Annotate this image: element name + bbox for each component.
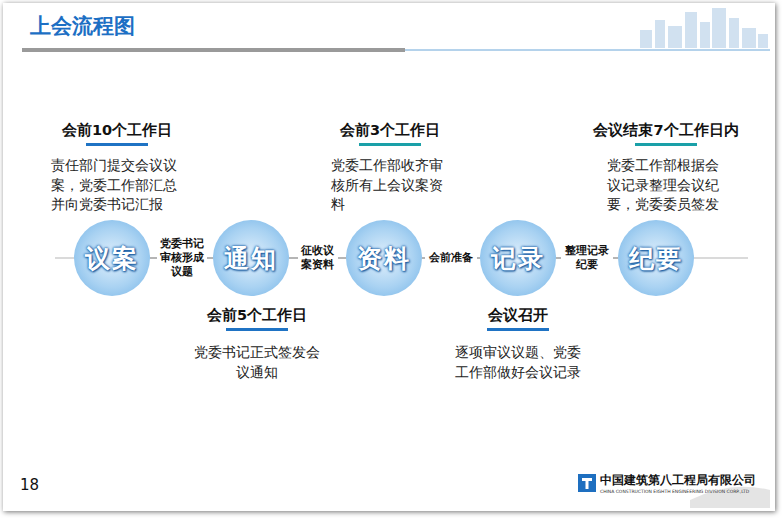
edge-label: 整理记录纪要 (561, 243, 613, 274)
company-name: CHINA CONSTRUCTION EIGHTH ENGINEERING DI… (600, 489, 749, 494)
company-name: 中国建筑第八工程局有限公司 (600, 473, 756, 488)
step-description: 逐项审议议题、党委工作部做好会议记录 (454, 343, 582, 382)
step-name: 资料 (346, 220, 422, 296)
heading-underline (359, 143, 421, 146)
step-time: 会前10个工作日 (7, 121, 227, 140)
process-circle: 资料会前3个工作日党委工作部收齐审核所有上会议案资料 (346, 220, 422, 296)
step-name: 议案 (74, 220, 150, 296)
edge-label: 征收议案资料 (298, 243, 338, 274)
step-description: 责任部门提交会议议案，党委工作部汇总并向党委书记汇报 (51, 156, 183, 215)
heading-underline (487, 328, 549, 331)
step-name: 记录 (480, 220, 556, 296)
edge-label: 党委书记审核形成议题 (157, 236, 207, 281)
step-time: 会议召开 (408, 306, 628, 325)
step-description: 党委工作部根据会议记录整理会议纪要，党委委员签发 (607, 156, 725, 215)
step-name: 纪要 (618, 220, 694, 296)
process-circle: 记录会议召开逐项审议议题、党委工作部做好会议记录 (480, 220, 556, 296)
step-description: 党委工作部收齐审核所有上会议案资料 (331, 156, 449, 215)
heading-underline (226, 328, 288, 331)
step-description: 党委书记正式签发会议通知 (194, 343, 320, 382)
step-time: 会前5个工作日 (147, 306, 367, 325)
slide-title: 上会流程图 (30, 12, 135, 40)
step-name: 通知 (213, 220, 289, 296)
heading-underline (86, 143, 148, 146)
process-circle: 通知会前5个工作日党委书记正式签发会议通知 (213, 220, 289, 296)
step-time: 会议结束7个工作日内 (556, 121, 776, 140)
heading-underline (635, 143, 697, 146)
page-number: 18 (20, 476, 39, 494)
city-skyline (640, 8, 768, 48)
process-circle: 议案会前10个工作日责任部门提交会议议案，党委工作部汇总并向党委书记汇报 (74, 220, 150, 296)
title-rule-thin (405, 50, 770, 51)
process-circle: 纪要会议结束7个工作日内党委工作部根据会议记录整理会议纪要，党委委员签发 (618, 220, 694, 296)
edge-label: 会前准备 (425, 250, 477, 266)
title-rule (22, 48, 405, 52)
step-time: 会前3个工作日 (280, 121, 500, 140)
company-logo (578, 474, 770, 508)
